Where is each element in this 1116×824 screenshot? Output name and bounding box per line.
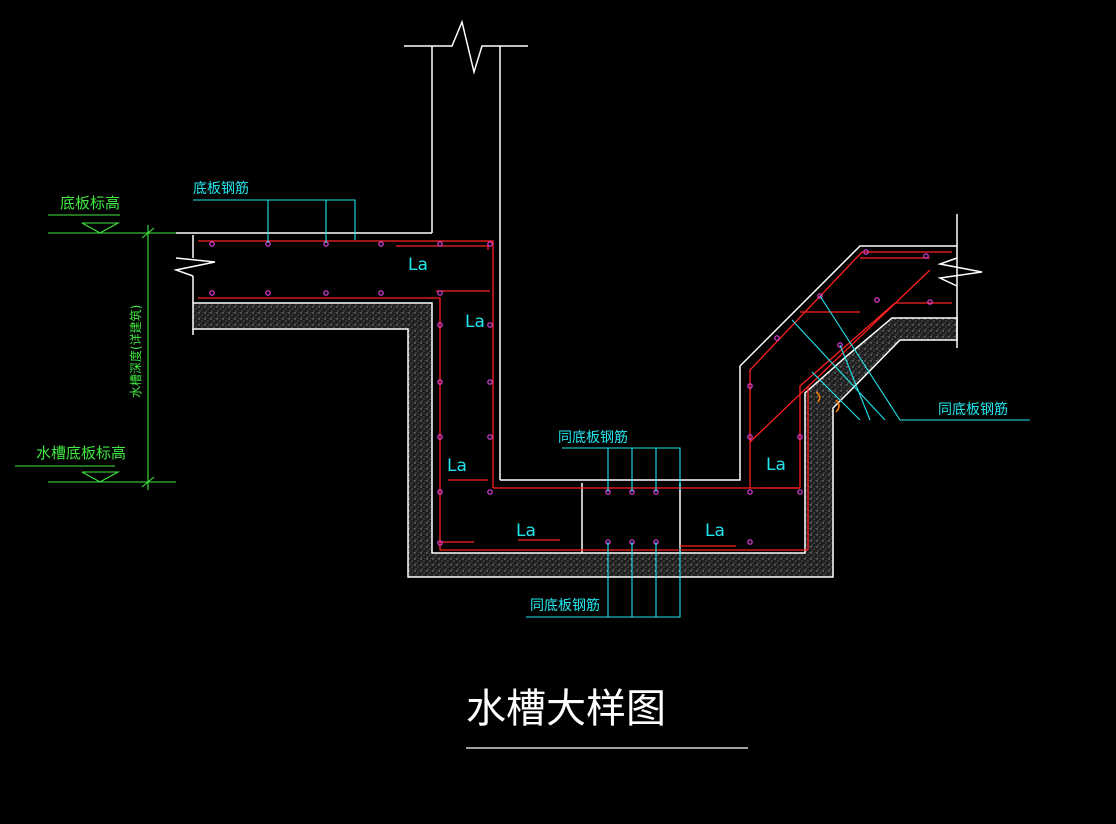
rebar-dot xyxy=(747,539,753,545)
label-trough-elevation: 水槽底板标高 xyxy=(36,444,126,462)
rebar-dot xyxy=(747,489,753,495)
slab-outline xyxy=(173,214,983,553)
rebar-dot xyxy=(747,383,753,389)
leader-lines xyxy=(193,199,1030,618)
dimension-lines xyxy=(15,214,176,490)
rebar-dot xyxy=(797,434,803,440)
la-label-6: La xyxy=(766,455,786,475)
label-slab-rebar: 底板钢筋 xyxy=(193,180,249,197)
rebar-dot xyxy=(437,241,443,247)
wall-outline xyxy=(404,19,528,480)
rebar-dot xyxy=(437,489,443,495)
rebar-lines xyxy=(198,240,952,551)
rebar-dot xyxy=(323,290,329,296)
rebar-dot xyxy=(923,253,929,259)
rebar-dot xyxy=(209,241,215,247)
rebar-dot xyxy=(209,290,215,296)
rebar-dot xyxy=(378,290,384,296)
rebar-dot xyxy=(437,290,443,296)
la-label-3: La xyxy=(447,456,467,476)
rebar-dot xyxy=(747,434,753,440)
rebar-dot xyxy=(487,241,493,247)
rebar-dot xyxy=(927,299,933,305)
la-label-2: La xyxy=(465,312,485,332)
rebar-dot xyxy=(437,434,443,440)
rebar-dot xyxy=(265,290,271,296)
label-same-slab-rebar-center: 同底板钢筋 xyxy=(558,429,628,446)
rebar-dot xyxy=(797,489,803,495)
rebar-dot xyxy=(378,241,384,247)
rebar-dot xyxy=(774,335,780,341)
corner-marks xyxy=(815,391,840,413)
la-label-4: La xyxy=(516,521,536,541)
rebar-dot xyxy=(817,293,823,299)
la-label-5: La xyxy=(705,521,725,541)
rebar-dot xyxy=(487,322,493,328)
rebar-dots xyxy=(209,241,933,546)
la-label-1: La xyxy=(408,255,428,275)
label-trough-depth: 水槽深度(详建筑) xyxy=(128,305,143,398)
label-same-slab-rebar-right: 同底板钢筋 xyxy=(938,401,1008,418)
rebar-dot xyxy=(437,379,443,385)
label-slab-elevation: 底板标高 xyxy=(60,194,120,212)
rebar-dot xyxy=(437,322,443,328)
rebar-dot xyxy=(487,434,493,440)
rebar-dot xyxy=(487,379,493,385)
rebar-dot xyxy=(837,342,843,348)
rebar-dot xyxy=(487,489,493,495)
drawing-title: 水槽大样图 xyxy=(466,686,666,732)
rebar-dot xyxy=(437,540,443,546)
rebar-dot xyxy=(863,249,869,255)
label-same-slab-rebar-bottom: 同底板钢筋 xyxy=(530,597,600,614)
rebar-dot xyxy=(874,297,880,303)
